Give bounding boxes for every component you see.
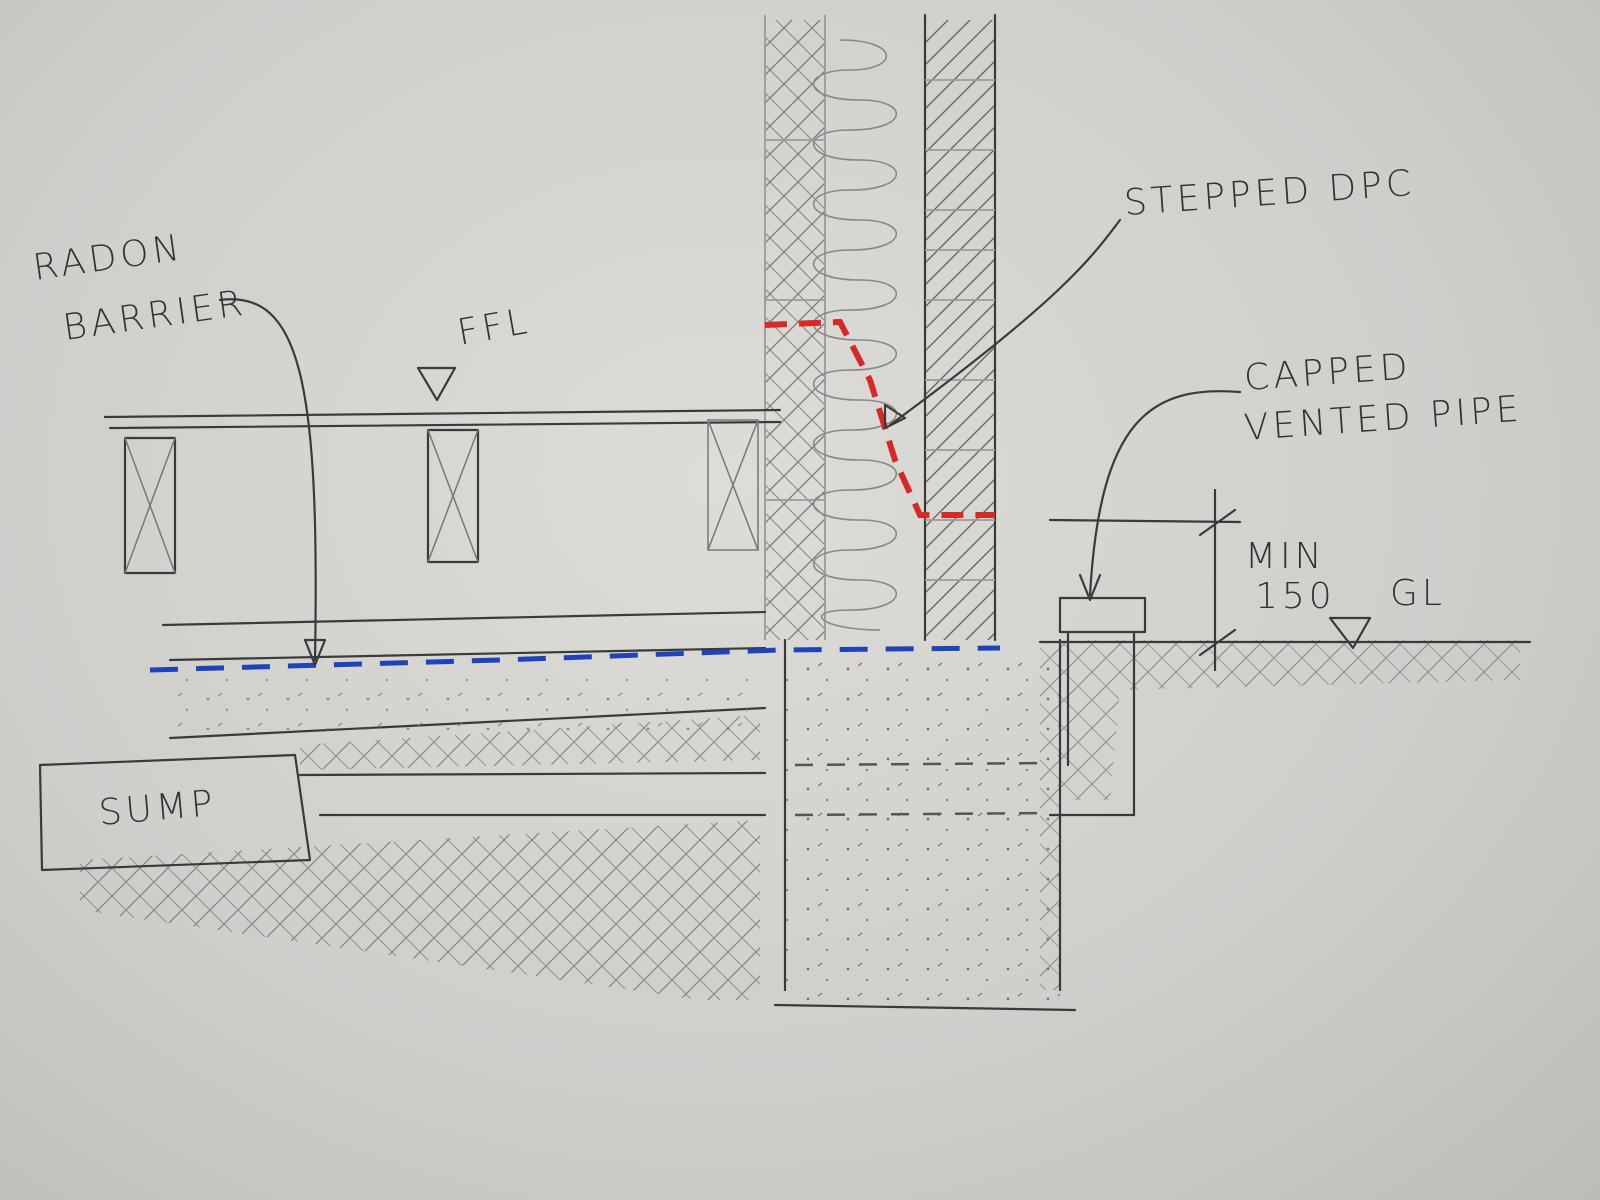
cavity-wall [764,13,997,642]
ground-level [1038,488,1532,817]
oversite-layers [161,610,767,817]
radon-barrier-membrane [149,645,1001,673]
sump-label: SUMP [97,783,218,834]
radon-barrier-label-1: RADON [31,227,186,289]
ffl-label: FFL [454,301,533,354]
sump [38,753,312,872]
gl-label: GL [1390,573,1446,614]
cavity-insulation [812,39,898,631]
min-150-label: 150 [1255,576,1336,617]
ffl-level-marker [416,366,457,402]
stepped-dpc-label: STEPPED DPC [1123,163,1417,224]
strip-foundation [773,638,1077,1012]
capped-vented-pipe-label-1: CAPPED [1243,346,1413,399]
radon-barrier-label-2: BARRIER [61,283,250,349]
min-label: MIN [1245,536,1326,577]
gl-level-marker [1328,616,1372,650]
suspended-floor [103,366,782,575]
stepped-dpc [764,318,995,518]
pipe-cap [1058,596,1147,634]
leader-lines [218,218,1242,667]
capped-vented-pipe-label-2: VENTED PIPE [1243,389,1524,449]
